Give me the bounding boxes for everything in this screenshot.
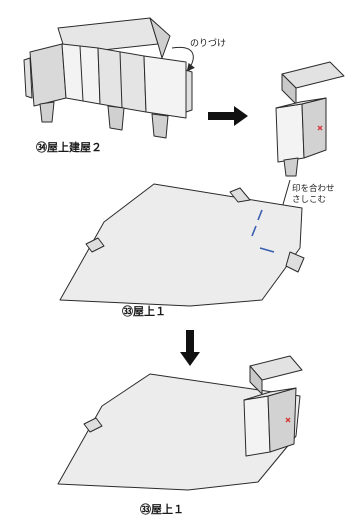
step1-caption: ㉞屋上建屋２ bbox=[36, 141, 102, 154]
insertion-guide-marks bbox=[251, 209, 275, 253]
roof-sheet-assembled bbox=[57, 373, 301, 491]
glue-arrow bbox=[171, 46, 195, 72]
step-arrow-icon bbox=[208, 106, 248, 126]
roof-sheet-1 bbox=[59, 183, 305, 307]
step2-caption: ㉝屋上１ bbox=[122, 305, 166, 318]
down-arrow-icon bbox=[180, 330, 200, 366]
glue-note-label: のりづけ bbox=[190, 39, 227, 49]
alignment-mark bbox=[317, 125, 323, 131]
folded-rooftop-box bbox=[275, 61, 345, 177]
step3-caption: ㉝屋上１ bbox=[140, 503, 184, 516]
assembled-alignment-mark bbox=[285, 417, 291, 423]
align-note-label: 印を合わせ さしこむ bbox=[292, 184, 335, 205]
rooftop-building-flat-piece bbox=[23, 17, 193, 139]
assembled-rooftop-box bbox=[243, 355, 303, 457]
